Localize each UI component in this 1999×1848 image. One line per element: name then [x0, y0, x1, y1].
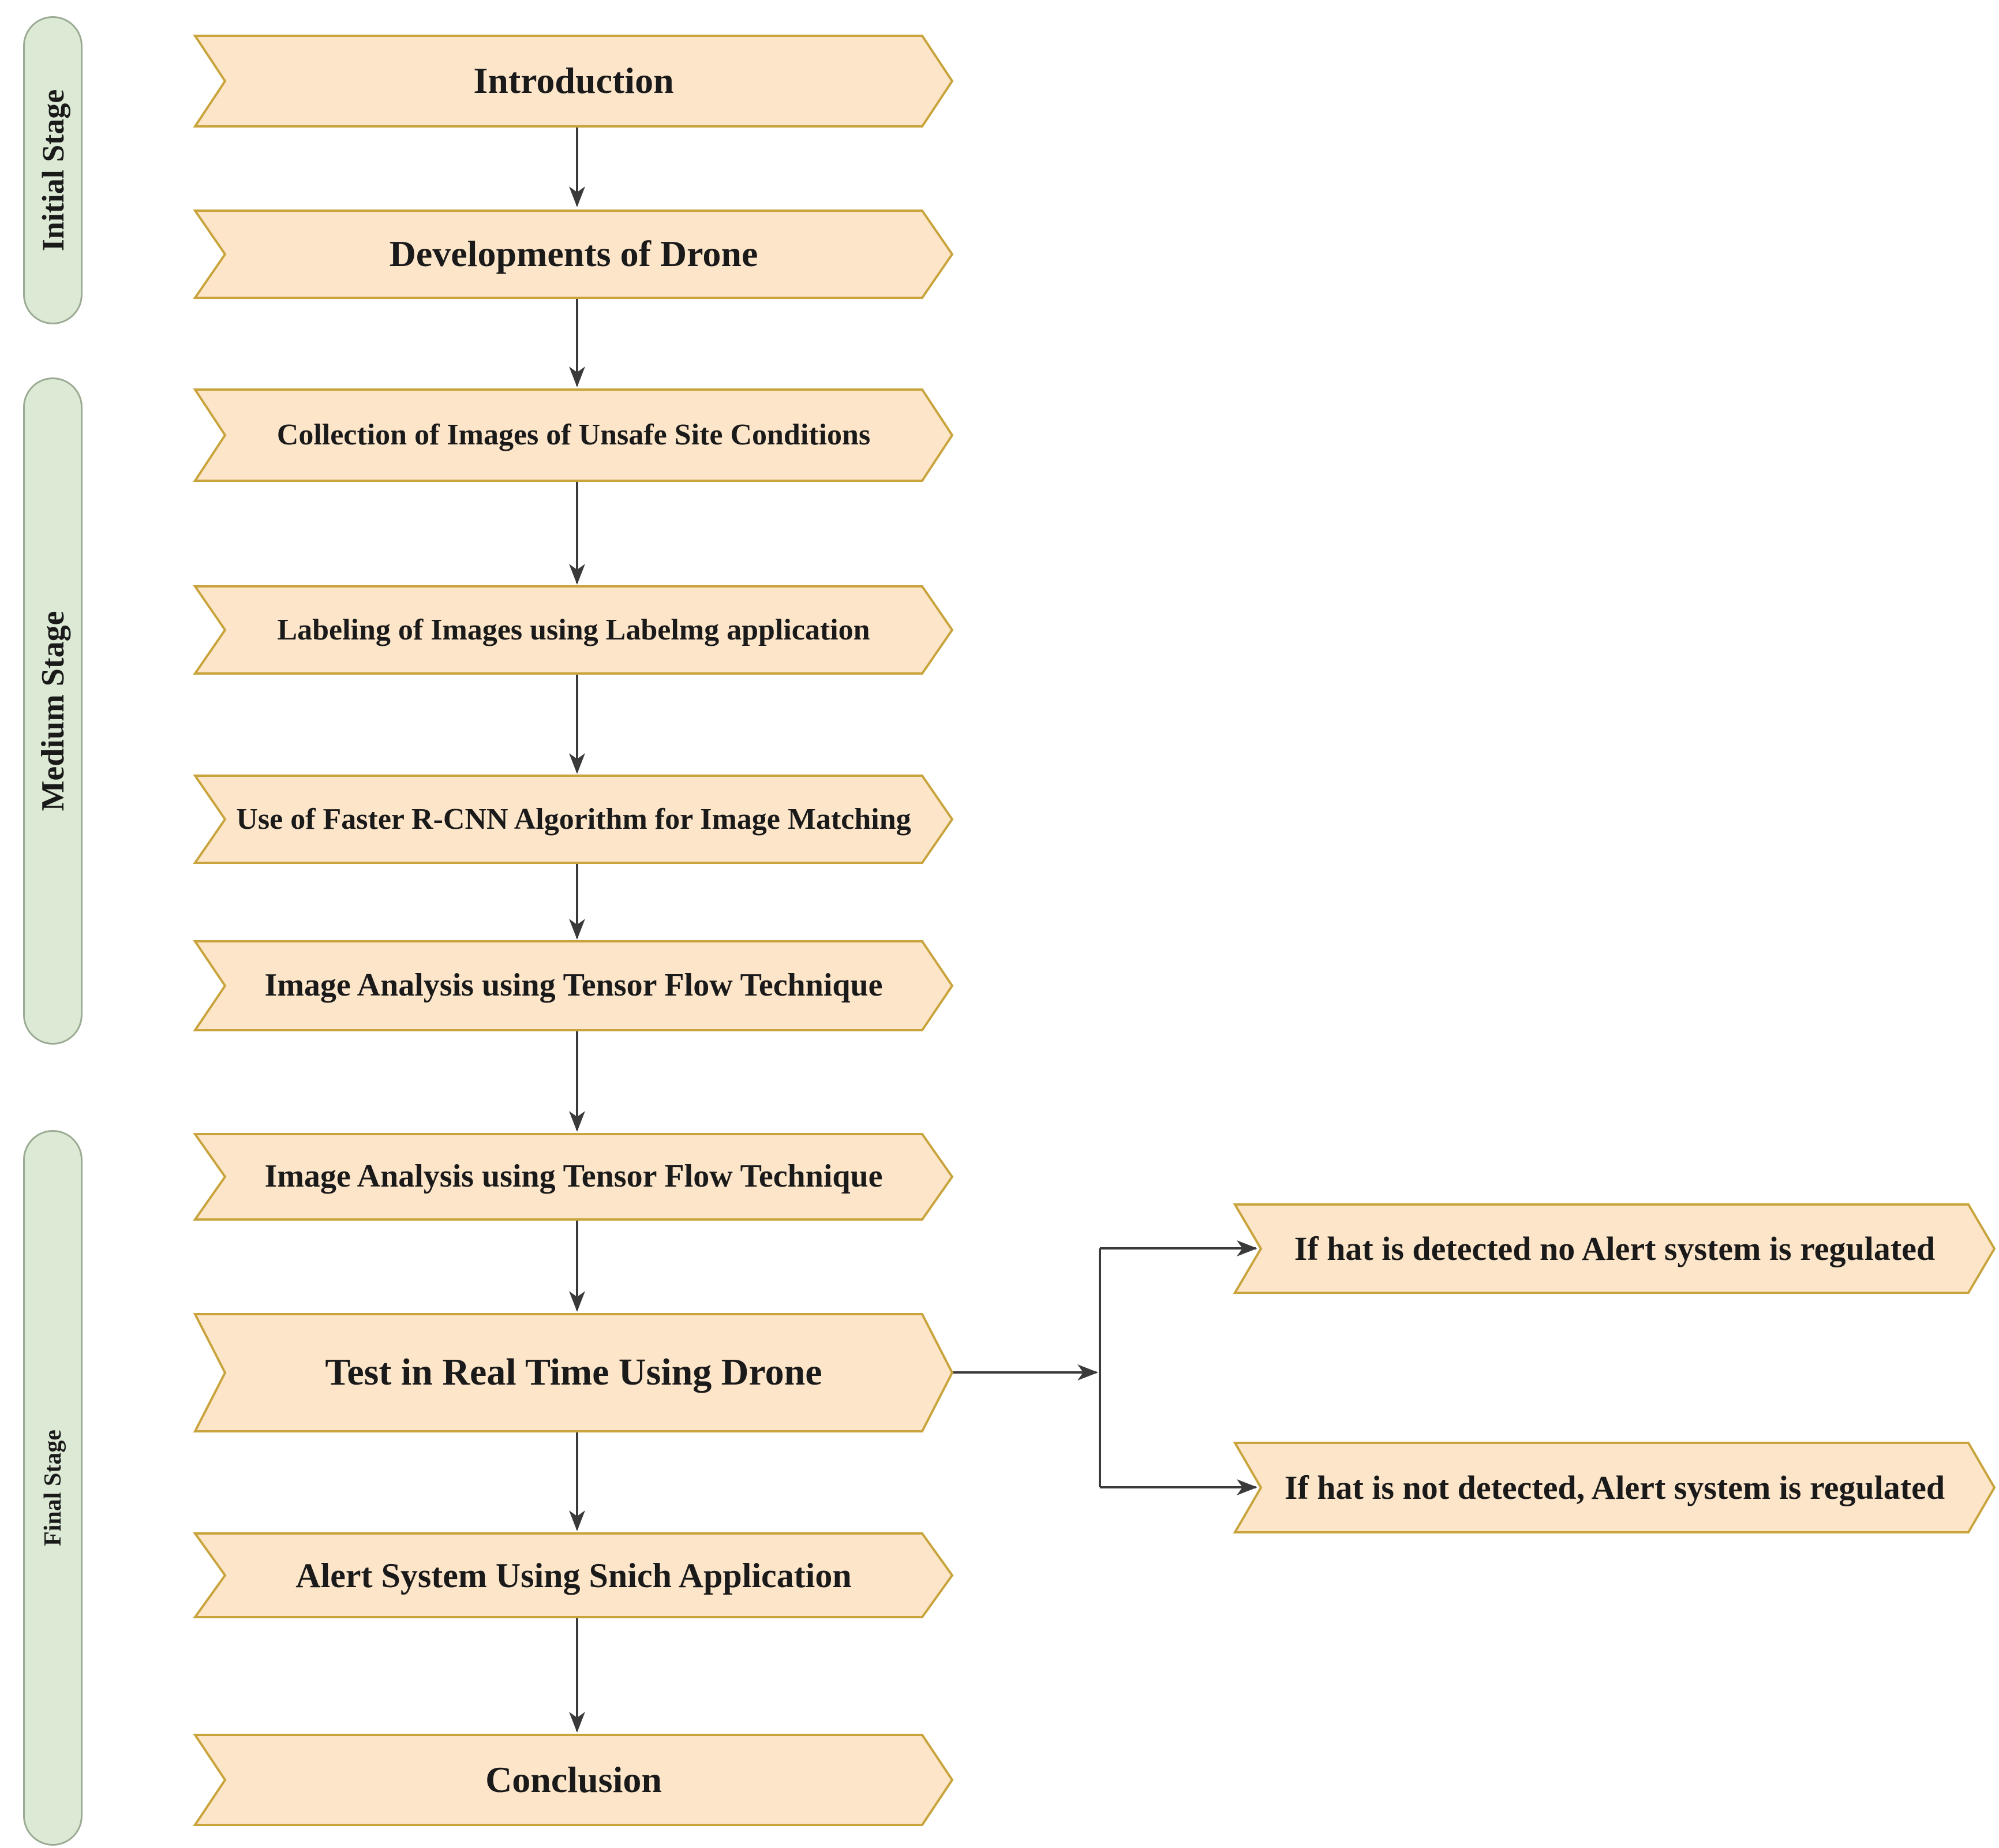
flow-node-conclusion: Conclusion: [193, 1734, 954, 1826]
flow-node-faster-rcnn: Use of Faster R-CNN Algorithm for Image …: [193, 775, 954, 864]
stage-pill-initial: Initial Stage: [23, 16, 83, 324]
stage-pill-medium: Medium Stage: [23, 377, 83, 1045]
stage-label-final: Final Stage: [39, 1430, 66, 1546]
flow-node-alert-system: Alert System Using Snich Application: [193, 1532, 954, 1618]
banner-shape: [193, 210, 954, 299]
flow-node-test-in-real-time: Test in Real Time Using Drone: [193, 1313, 954, 1432]
flow-node-collection-of-images: Collection of Images of Unsafe Site Cond…: [193, 388, 954, 482]
stage-label-initial: Initial Stage: [35, 89, 70, 252]
node-label: Use of Faster R-CNN Algorithm for Image …: [236, 802, 911, 836]
node-label: Image Analysis using Tensor Flow Techniq…: [264, 1158, 883, 1195]
banner-shape: [1233, 1442, 1996, 1533]
stage-pill-shape: [23, 16, 83, 324]
stage-pill-shape: [23, 377, 83, 1045]
node-label: Collection of Images of Unsafe Site Cond…: [276, 418, 871, 452]
banner-shape: [193, 940, 954, 1031]
node-label: If hat is detected no Alert system is re…: [1294, 1229, 1936, 1267]
node-label: Developments of Drone: [389, 233, 758, 275]
banner-shape: [193, 1734, 954, 1826]
flow-node-image-analysis-2: Image Analysis using Tensor Flow Techniq…: [193, 1133, 954, 1221]
banner-shape: [193, 1313, 954, 1432]
flow-node-developments-of-drone: Developments of Drone: [193, 210, 954, 299]
flow-node-hat-not-detected: If hat is not detected, Alert system is …: [1233, 1442, 1996, 1533]
banner-shape: [193, 775, 954, 864]
banner-shape: [193, 388, 954, 482]
flow-node-image-analysis-1: Image Analysis using Tensor Flow Techniq…: [193, 940, 954, 1031]
node-label: Alert System Using Snich Application: [295, 1556, 852, 1595]
node-label: Introduction: [473, 60, 674, 102]
banner-shape: [193, 1133, 954, 1221]
stage-label-medium: Medium Stage: [35, 611, 71, 811]
node-label: Image Analysis using Tensor Flow Techniq…: [264, 967, 883, 1004]
banner-shape: [193, 1532, 954, 1618]
flow-node-hat-detected: If hat is detected no Alert system is re…: [1233, 1203, 1996, 1294]
node-label: Conclusion: [485, 1759, 662, 1800]
stage-pill-shape: [23, 1130, 83, 1846]
node-label: Test in Real Time Using Drone: [325, 1351, 822, 1394]
flow-node-introduction: Introduction: [193, 35, 954, 128]
node-label: Labeling of Images using Labelmg applica…: [277, 613, 870, 646]
banner-shape: [1233, 1203, 1996, 1294]
node-label: If hat is not detected, Alert system is …: [1284, 1468, 1945, 1506]
stage-pill-final: Final Stage: [23, 1130, 83, 1846]
flow-node-labeling-of-images: Labeling of Images using Labelmg applica…: [193, 585, 954, 675]
banner-shape: [193, 585, 954, 675]
banner-shape: [193, 35, 954, 128]
